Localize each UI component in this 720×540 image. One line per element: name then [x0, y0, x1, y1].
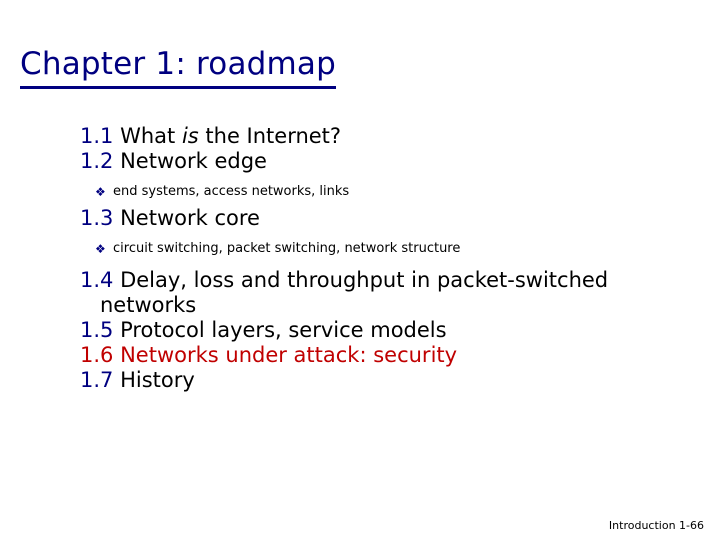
outline-item-number: 1.7 — [80, 368, 114, 392]
outline-item-text: Networks under attack: security — [113, 343, 458, 367]
spacer — [80, 231, 680, 240]
sub-item-circuit-switching: ❖ circuit switching, packet switching, ne… — [80, 240, 680, 258]
page-title: Chapter 1: roadmap — [20, 46, 336, 90]
sub-item-end-systems: ❖ end systems, access networks, links — [80, 183, 680, 201]
diamond-bullet-icon: ❖ — [95, 242, 106, 256]
outline-item-number: 1.3 — [80, 206, 114, 230]
diamond-bullet-icon: ❖ — [95, 185, 106, 199]
outline-item-1-3: 1.3 Network core — [80, 206, 680, 231]
outline-item-number: 1.5 — [80, 318, 114, 342]
spacer — [80, 174, 680, 183]
outline-list: 1.1 What is the Internet? 1.2 Network ed… — [80, 124, 680, 393]
outline-item-1-7: 1.7 History — [80, 368, 680, 393]
outline-item-number: 1.2 — [80, 149, 114, 173]
outline-item-1-4: 1.4 Delay, loss and throughput in packet… — [80, 268, 680, 318]
outline-item-number: 1.6 — [80, 343, 114, 367]
spacer — [80, 258, 680, 268]
outline-item-1-5: 1.5 Protocol layers, service models — [80, 318, 680, 343]
outline-item-text: Protocol layers, service models — [113, 318, 447, 342]
outline-item-text: Network core — [113, 206, 260, 230]
outline-item-text-post: the Internet? — [198, 124, 342, 148]
outline-item-1-1: 1.1 What is the Internet? — [80, 124, 680, 149]
outline-item-1-6: 1.6 Networks under attack: security — [80, 343, 680, 368]
sub-item-label: circuit switching, packet switching, net… — [113, 241, 461, 256]
outline-item-text: Network edge — [113, 149, 267, 173]
outline-item-number: 1.4 — [80, 268, 114, 292]
outline-item-text-italic: is — [181, 124, 199, 148]
outline-item-text: Delay, loss and throughput in packet-swi… — [100, 268, 609, 317]
outline-item-number: 1.1 — [80, 124, 114, 148]
outline-item-1-2: 1.2 Network edge — [80, 149, 680, 174]
outline-item-text-pre: What — [113, 124, 182, 148]
outline-item-text: History — [113, 368, 195, 392]
slide-footer: Introduction 1-66 — [608, 519, 704, 532]
sub-item-label: end systems, access networks, links — [113, 184, 350, 199]
